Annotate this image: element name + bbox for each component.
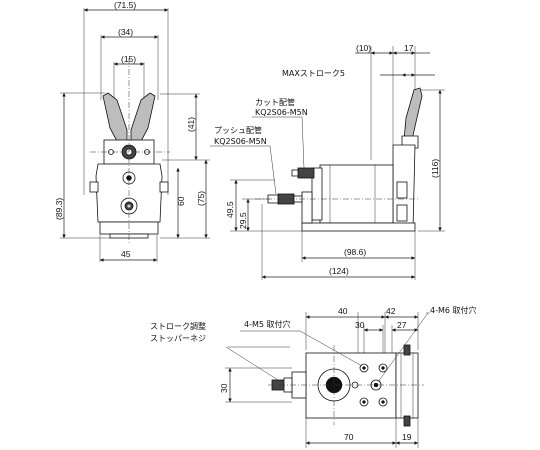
- dim-base-width: 45: [121, 249, 131, 259]
- bottom-head: [395, 352, 419, 419]
- dim-top-17: 17: [404, 43, 414, 53]
- dim-length-98-6: (98.6): [344, 247, 366, 257]
- label-stroke-adjust-1: ストローク調整: [150, 321, 206, 331]
- dim-jaw-span: (34): [118, 27, 133, 37]
- side-cylinder: [319, 164, 394, 224]
- dim-overall-height: (89.3): [54, 198, 64, 220]
- label-push-port: プッシュ配管: [214, 125, 262, 135]
- label-cut-port: カット配管: [255, 97, 295, 107]
- dim-height-49-5: 49.5: [225, 201, 235, 218]
- dim-30-top: 30: [355, 320, 365, 330]
- side-view: (10) 17 MAXストローク5: [210, 43, 445, 280]
- dim-30-left: 30: [219, 383, 229, 393]
- dim-height-29-5: 29.5: [238, 212, 248, 229]
- label-m5-holes: 4-M5 取付穴: [244, 319, 291, 329]
- right-jaw: [130, 92, 156, 144]
- dim-70: 70: [344, 432, 354, 442]
- label-m6-holes: 4-M6 取付穴: [430, 305, 477, 315]
- dim-height-60: 60: [176, 196, 186, 206]
- dim-19: 19: [402, 432, 412, 442]
- label-max-stroke: MAXストローク5: [282, 69, 345, 78]
- bottom-view: 40 42 30 27 ストローク調整: [150, 305, 477, 448]
- label-push-port-fitting: KQ2S06-M5N: [214, 137, 267, 146]
- cut-port-fitting: [297, 167, 315, 179]
- side-jaw: [403, 87, 423, 141]
- dim-overall-width: (71.5): [114, 0, 136, 10]
- label-stroke-adjust-2: ストッパーネジ: [150, 334, 206, 343]
- dim-40: 40: [338, 306, 348, 316]
- dim-height-116: (116): [430, 159, 440, 178]
- dim-27: 27: [397, 320, 407, 330]
- label-cut-port-fitting: KQ2S06-M5N: [255, 108, 308, 117]
- dim-length-124: (124): [329, 266, 349, 276]
- dim-42: 42: [386, 306, 396, 316]
- left-jaw: [102, 92, 128, 144]
- dim-height-75: (75): [196, 191, 206, 206]
- front-view: (71.5) (34) (15) 45 (89.3) (41) (75) 60: [54, 0, 210, 262]
- dim-jaw-inner: (15): [121, 54, 136, 64]
- dim-height-41: (41): [186, 117, 196, 132]
- dim-top-10: (10): [356, 43, 371, 53]
- side-base: [301, 222, 416, 232]
